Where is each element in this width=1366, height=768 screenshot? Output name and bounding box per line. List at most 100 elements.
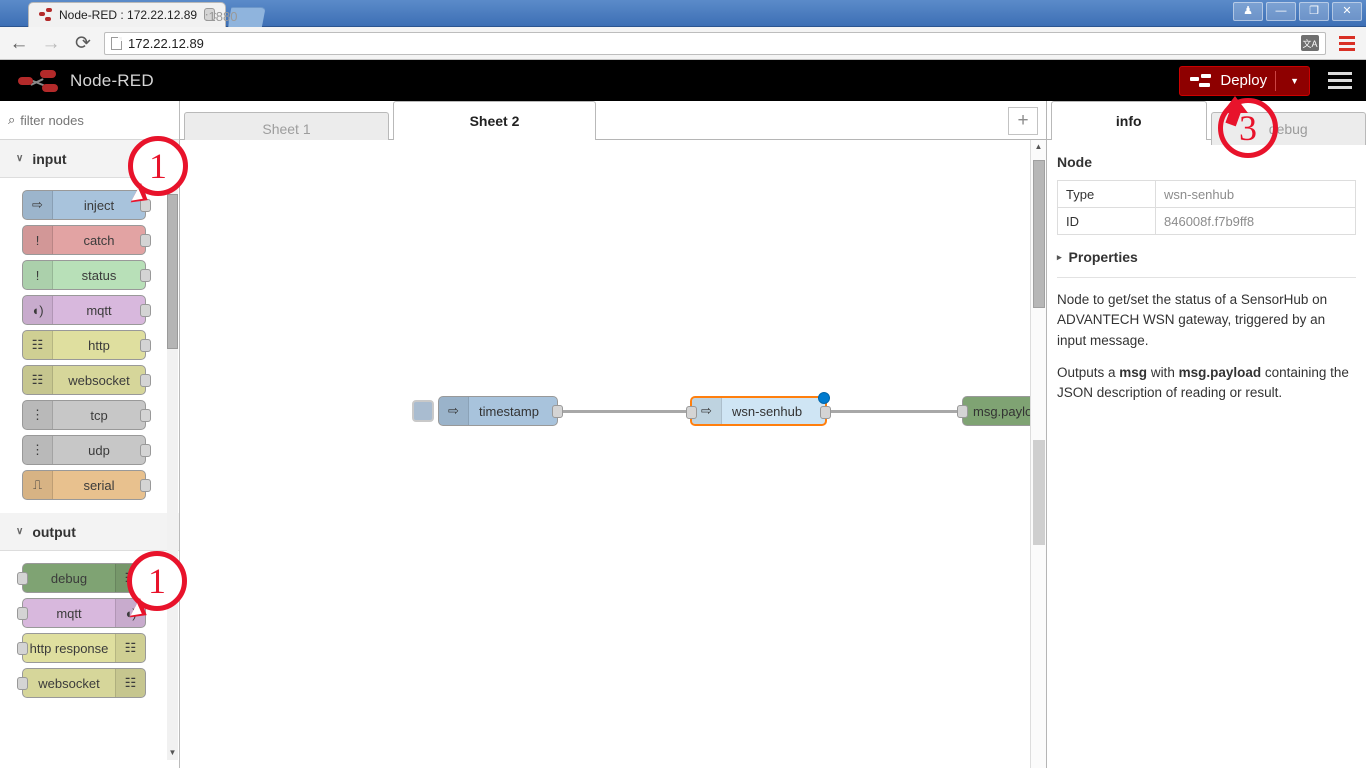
palette-category-body: debug☰mqtt◖)http response☷websocket☷: [0, 551, 179, 711]
flow-node-wsn-senhub[interactable]: ⇨wsn-senhub: [686, 392, 831, 426]
node-info-value: 846008f.f7b9ff8: [1155, 207, 1356, 235]
chevron-down-icon[interactable]: ▼: [1290, 75, 1299, 86]
input-port[interactable]: [686, 406, 697, 419]
palette-node-http-response[interactable]: http response☷: [17, 633, 146, 663]
output-port[interactable]: [140, 444, 151, 457]
palette-category-body: ⇨inject !catch !status ◖) mqtt ☷http ☷websocke…: [0, 178, 179, 513]
node-type-icon: ☷: [23, 331, 53, 359]
flow-tab-sheet-2[interactable]: Sheet 2: [393, 101, 596, 140]
output-port[interactable]: [140, 479, 151, 492]
palette-category-output[interactable]: ∨output: [0, 513, 179, 551]
app-title: Node-RED: [70, 70, 154, 90]
palette-node-tcp[interactable]: ⋮tcp: [22, 400, 151, 430]
main-menu-icon[interactable]: [1324, 68, 1356, 93]
input-port[interactable]: [957, 405, 968, 418]
node-red-logo-icon: [18, 69, 60, 92]
minimize-button[interactable]: —: [1266, 2, 1296, 21]
restore-button[interactable]: ❐: [1299, 2, 1329, 21]
translate-icon[interactable]: 文A: [1301, 35, 1319, 51]
output-port[interactable]: [140, 269, 151, 282]
wire-wsnsenhub-to-debug: [825, 410, 973, 413]
input-port[interactable]: [17, 642, 28, 655]
properties-label: Properties: [1068, 249, 1138, 265]
scroll-up-icon[interactable]: ▲: [168, 180, 177, 189]
palette-node-inject[interactable]: ⇨inject: [22, 190, 151, 220]
palette-node-debug[interactable]: debug☰: [17, 563, 146, 593]
palette-node-label: mqtt: [86, 302, 112, 318]
node-type-icon: ⎍: [23, 471, 53, 499]
unsaved-changes-dot: [818, 392, 830, 404]
chrome-menu-icon[interactable]: [1336, 35, 1358, 51]
palette-node-websocket[interactable]: websocket☷: [17, 668, 146, 698]
flow-node-label: msg.payload: [973, 403, 1046, 419]
address-bar-url: 172.22.12.89:1880: [128, 8, 237, 51]
palette-node-label: catch: [83, 232, 115, 248]
browser-tab[interactable]: Node-RED : 172.22.12.89 ×: [28, 2, 226, 27]
palette-scrollbar[interactable]: ▲ ▼: [167, 180, 178, 760]
output-port[interactable]: [140, 234, 151, 247]
palette-scroll-thumb[interactable]: [167, 194, 178, 349]
palette-category-input[interactable]: ∨input: [0, 140, 179, 178]
node-type-icon: ☰: [115, 564, 145, 592]
node-type-icon: ◖): [23, 296, 53, 324]
browser-navbar: ← → ⟳ 172.22.12.89:1880 文A: [0, 8, 1366, 60]
output-port[interactable]: [140, 304, 151, 317]
canvas-scroll-thumb[interactable]: [1033, 160, 1045, 308]
deploy-button[interactable]: Deploy ▼: [1179, 65, 1310, 96]
flow-node-timestamp[interactable]: ⇨timestamp: [438, 396, 563, 426]
search-input[interactable]: [20, 112, 171, 128]
output-port[interactable]: [552, 405, 563, 418]
search-icon: ⌕: [8, 112, 16, 127]
palette-search-row: ⌕: [0, 101, 179, 140]
output-port[interactable]: [820, 406, 831, 419]
wire-timestamp-to-wsnsenhub: [556, 410, 696, 413]
properties-toggle[interactable]: ▸ Properties: [1057, 249, 1356, 265]
emphasis-text: msg.payload: [1178, 364, 1262, 380]
flow-node-label: timestamp: [479, 403, 539, 419]
node-type-icon: ☷: [115, 669, 145, 697]
palette-node-status[interactable]: !status: [22, 260, 151, 290]
back-icon[interactable]: ←: [9, 32, 29, 54]
canvas-scroll-thumb-secondary[interactable]: [1033, 440, 1045, 545]
output-port[interactable]: [140, 199, 151, 212]
canvas-scroll-up-icon[interactable]: ▲: [1034, 142, 1043, 151]
add-flow-tab-button[interactable]: +: [1008, 107, 1038, 135]
output-port[interactable]: [140, 409, 151, 422]
forward-icon[interactable]: →: [41, 32, 61, 54]
node-info-key: Type: [1057, 180, 1156, 208]
close-button[interactable]: ✕: [1332, 2, 1362, 21]
palette-node-mqtt[interactable]: ◖) mqtt: [22, 295, 151, 325]
chevron-down-icon: ∨: [16, 526, 24, 537]
address-bar[interactable]: 172.22.12.89:1880 文A: [104, 8, 1326, 55]
scroll-down-icon[interactable]: ▼: [168, 748, 177, 757]
sidebar-tab-info[interactable]: info: [1051, 101, 1207, 140]
palette-node-mqtt[interactable]: mqtt◖): [17, 598, 146, 628]
palette-node-serial[interactable]: ⎍serial: [22, 470, 151, 500]
plain-text: containing the JSON description of readi…: [1057, 364, 1349, 400]
input-port[interactable]: [17, 677, 28, 690]
palette-node-label: http response: [29, 640, 109, 656]
canvas-vertical-scrollbar[interactable]: ▲ ▼: [1030, 140, 1046, 768]
url-host: 172.22.12.89: [128, 35, 204, 51]
profile-icon[interactable]: ♟: [1233, 2, 1263, 21]
inject-trigger-button[interactable]: [412, 400, 434, 422]
flow-tab-sheet-1[interactable]: Sheet 1: [184, 112, 389, 145]
input-port[interactable]: [17, 607, 28, 620]
palette-node-http[interactable]: ☷http: [22, 330, 151, 360]
output-port[interactable]: [140, 339, 151, 352]
palette-node-label: inject: [83, 197, 115, 213]
input-port[interactable]: [17, 572, 28, 585]
reload-icon[interactable]: ⟳: [75, 32, 91, 54]
output-port[interactable]: [140, 374, 151, 387]
palette-node-catch[interactable]: !catch: [22, 225, 151, 255]
palette-node-udp[interactable]: ⋮udp: [22, 435, 151, 465]
palette-node-websocket[interactable]: ☷websocket: [22, 365, 151, 395]
node-palette: ⌕ ∨input⇨inject!catch!status◖)mqtt☷http☷…: [0, 101, 180, 768]
